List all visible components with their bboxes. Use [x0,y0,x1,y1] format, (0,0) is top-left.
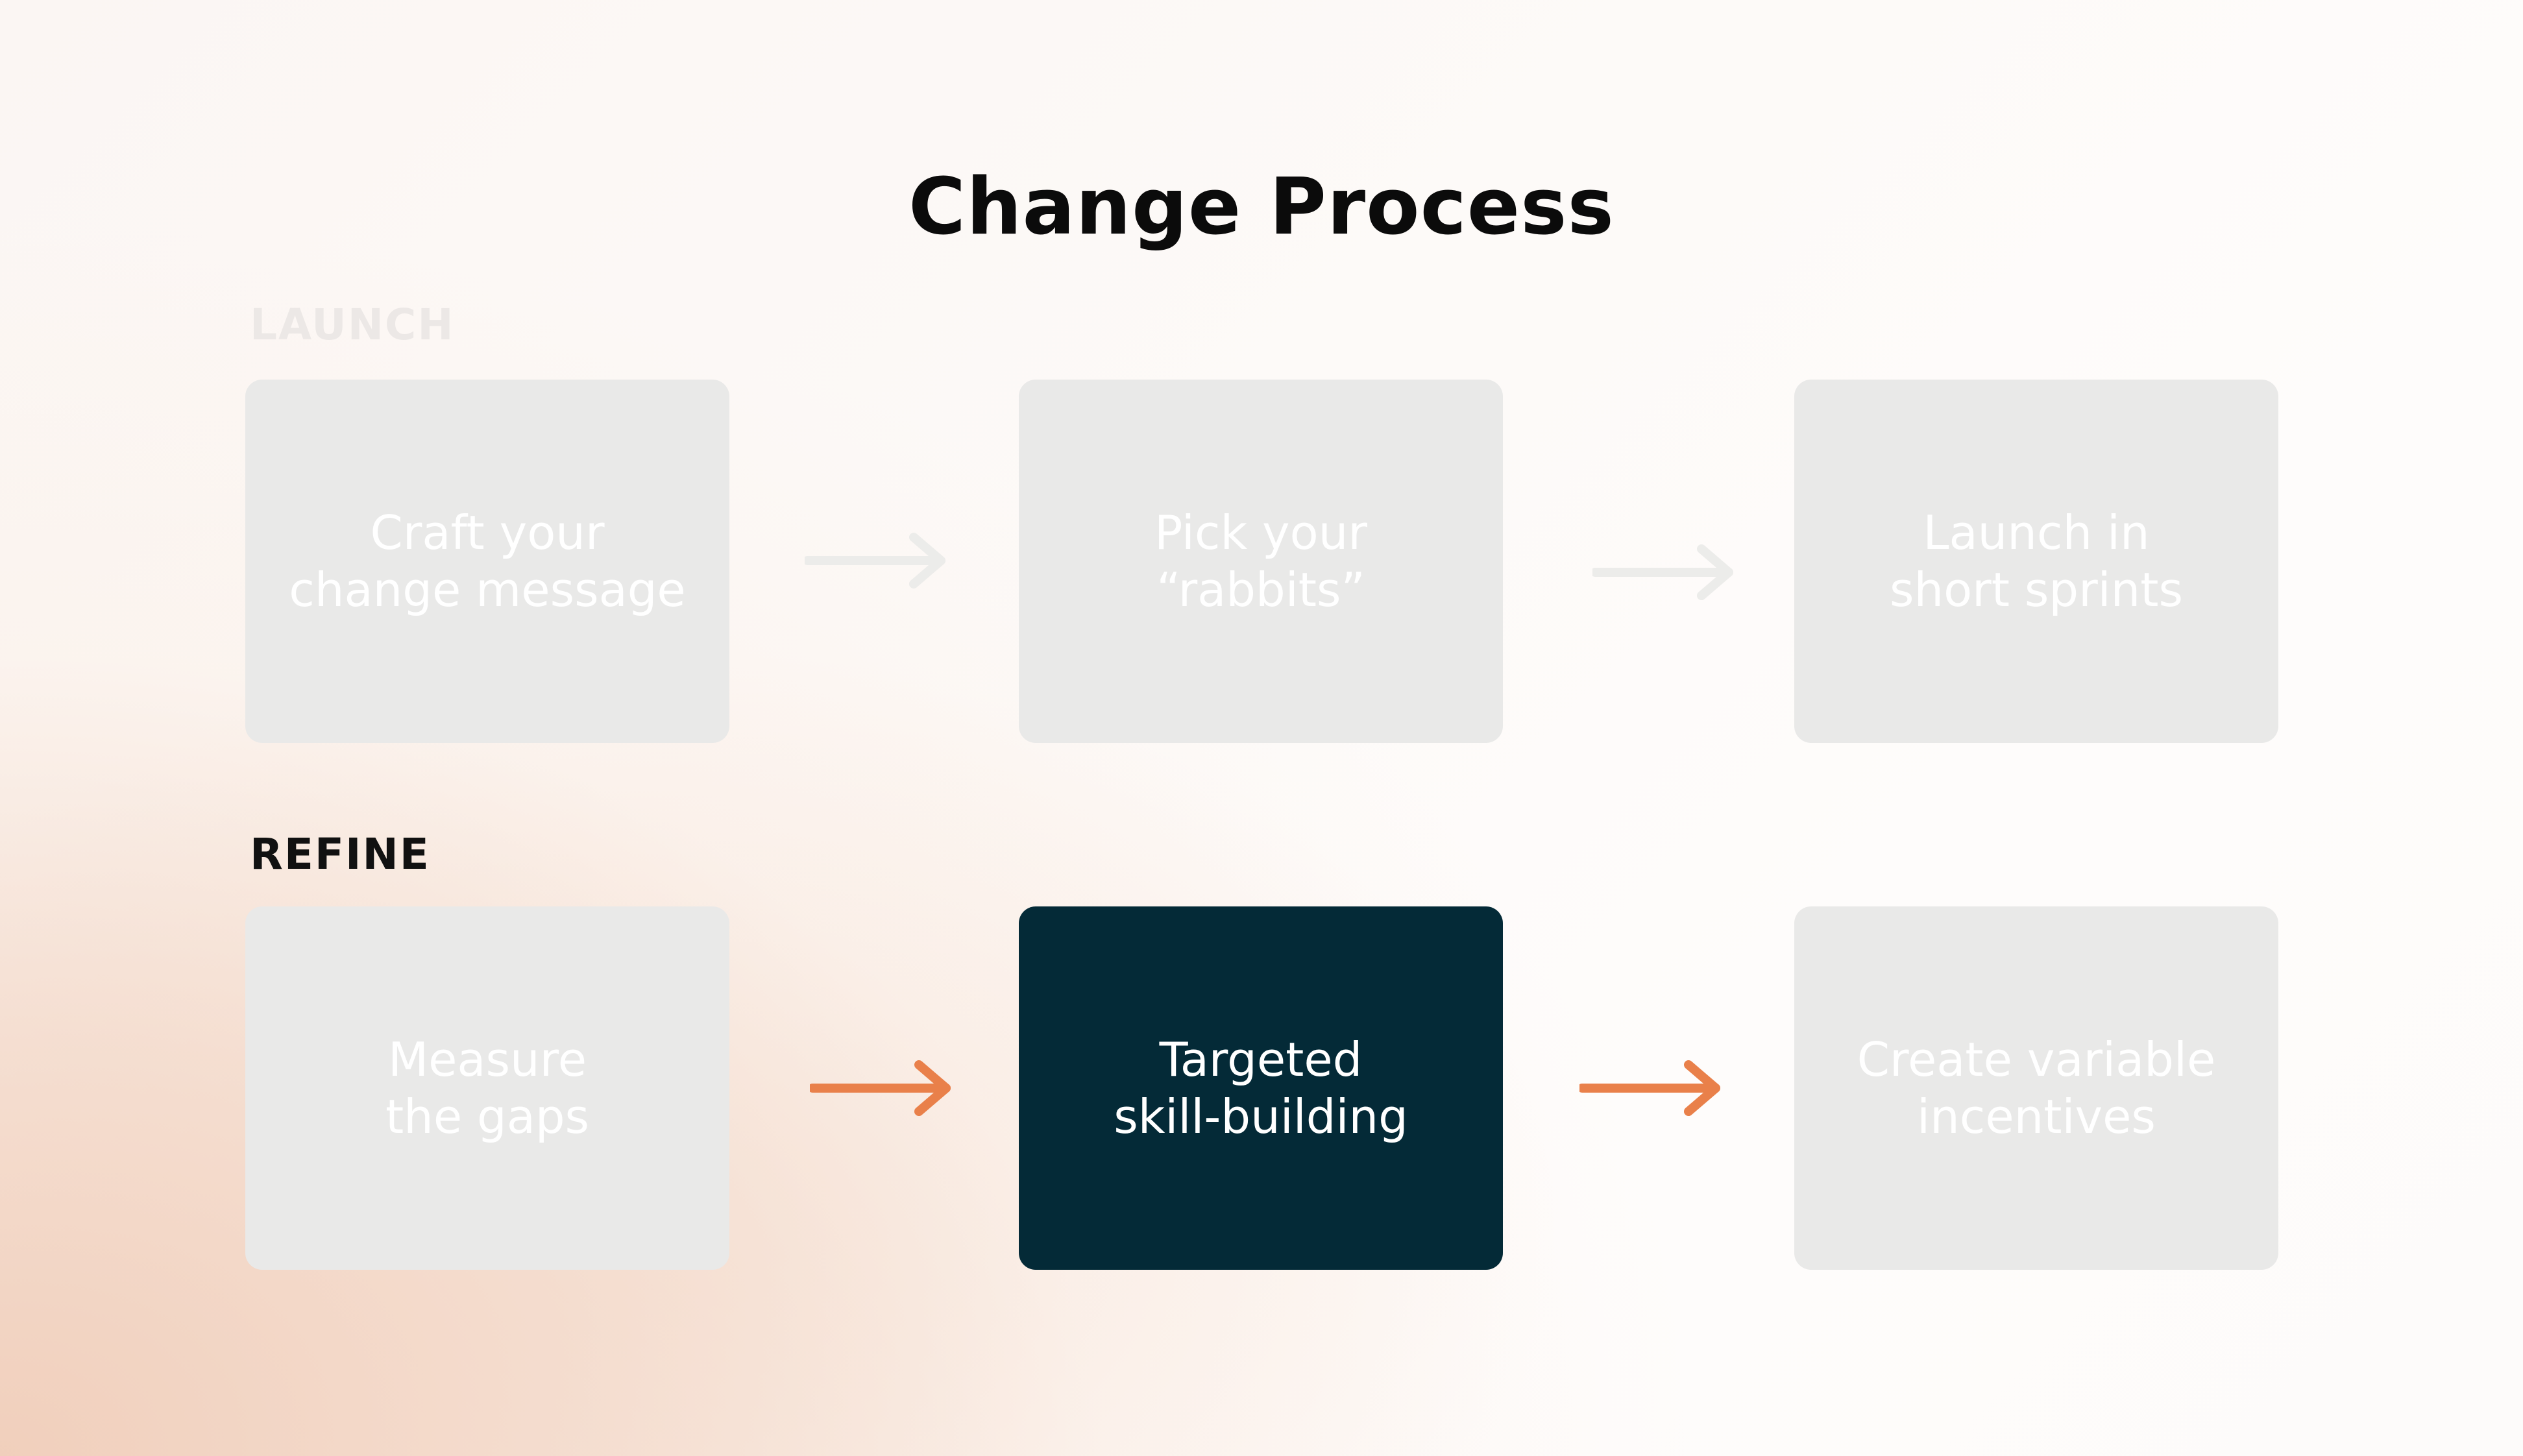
step-card-variable-incentives[interactable]: Create variable incentives [1794,906,2278,1270]
step-card-launch-sprints[interactable]: Launch in short sprints [1794,380,2278,743]
step-label: Measure the gaps [385,1032,590,1144]
step-label: Craft your change message [289,505,686,617]
step-label: Pick your “rabbits” [1154,505,1367,617]
step-card-measure-gaps[interactable]: Measure the gaps [245,906,729,1270]
step-card-pick-rabbits[interactable]: Pick your “rabbits” [1019,380,1503,743]
section-label-launch: LAUNCH [250,300,455,350]
arrow-right-icon [1579,1060,1720,1116]
section-label-refine: REFINE [250,829,430,879]
step-label: Launch in short sprints [1889,505,2184,617]
step-label: Targeted skill-building [1114,1032,1408,1144]
arrow-right-icon [1592,544,1733,600]
arrow-right-icon [810,1060,951,1116]
step-label: Create variable incentives [1857,1032,2216,1144]
page-title: Change Process [908,162,1615,252]
step-card-craft-message[interactable]: Craft your change message [245,380,729,743]
arrow-right-icon [805,533,945,588]
step-card-targeted-skill-building[interactable]: Targeted skill-building [1019,906,1503,1270]
